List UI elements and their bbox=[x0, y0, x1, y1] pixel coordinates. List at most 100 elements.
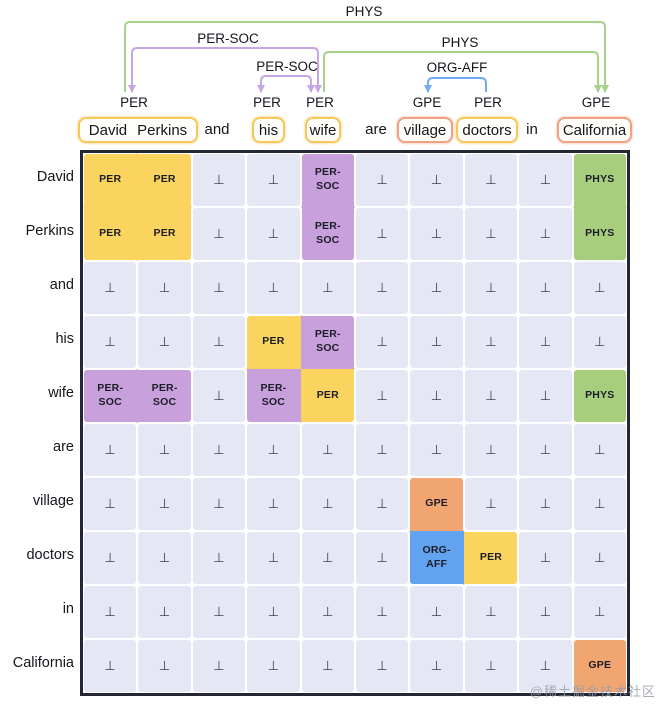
entity-box: wife bbox=[305, 117, 341, 143]
grid-cell: ⊥ bbox=[300, 585, 355, 639]
grid-cell: ⊥ bbox=[246, 531, 301, 585]
grid-cell: ⊥ bbox=[463, 423, 519, 477]
grid-cell: ⊥ bbox=[137, 531, 192, 585]
grid-cell: ⊥ bbox=[409, 639, 464, 693]
grid-cell: ⊥ bbox=[300, 477, 355, 531]
relation-arc bbox=[323, 51, 599, 92]
arrowhead-icon bbox=[128, 85, 136, 93]
grid-cell: ⊥ bbox=[463, 207, 519, 261]
grid-cell: ⊥ bbox=[355, 207, 410, 261]
grid-cell: ⊥ bbox=[409, 207, 464, 261]
grid-cell: ⊥ bbox=[355, 261, 410, 315]
grid-cell: ⊥ bbox=[83, 423, 138, 477]
grid-cell: ⊥ bbox=[246, 153, 301, 207]
grid-cell: ⊥ bbox=[246, 207, 301, 261]
grid-cell: PER- SOC bbox=[83, 369, 138, 423]
entity-type-label: PER bbox=[474, 95, 502, 110]
grid-cell: ⊥ bbox=[191, 531, 247, 585]
entity-box: village bbox=[397, 117, 453, 143]
grid-cell: ⊥ bbox=[518, 531, 573, 585]
token: doctors bbox=[462, 121, 512, 139]
row-label: are bbox=[53, 439, 74, 455]
grid-cell: ⊥ bbox=[518, 207, 573, 261]
grid-cell: ⊥ bbox=[137, 639, 192, 693]
entity-type-label: GPE bbox=[581, 95, 611, 110]
grid-cell: PHYS bbox=[572, 153, 627, 207]
grid-cell: ⊥ bbox=[191, 153, 247, 207]
grid-cell: PER- SOC bbox=[246, 369, 301, 423]
grid-cell: ⊥ bbox=[191, 585, 247, 639]
row-label: wife bbox=[48, 385, 74, 401]
row-label: Perkins bbox=[25, 223, 74, 239]
entity-box: doctors bbox=[456, 117, 518, 143]
grid-cell: ⊥ bbox=[355, 639, 410, 693]
grid-cell: ⊥ bbox=[572, 531, 627, 585]
grid-cell: ⊥ bbox=[463, 153, 519, 207]
grid-cell: ⊥ bbox=[83, 639, 138, 693]
grid-cell: ⊥ bbox=[409, 315, 464, 369]
row-label: in bbox=[62, 601, 74, 617]
grid-cell: ⊥ bbox=[572, 585, 627, 639]
grid-cell: ⊥ bbox=[246, 585, 301, 639]
grid-cell: PER- SOC bbox=[300, 153, 355, 207]
grid-cell: PHYS bbox=[572, 369, 627, 423]
grid-cell: ⊥ bbox=[409, 369, 464, 423]
row-label: doctors bbox=[26, 547, 74, 563]
arrowhead-icon bbox=[601, 85, 609, 93]
grid-cell: ⊥ bbox=[137, 261, 192, 315]
token: are bbox=[365, 121, 387, 138]
relation-label: ORG-AFF bbox=[427, 60, 488, 75]
grid-cell: ⊥ bbox=[518, 477, 573, 531]
entity-type-label: PER bbox=[306, 95, 334, 110]
grid-cell: ⊥ bbox=[300, 531, 355, 585]
grid-cell: ⊥ bbox=[300, 423, 355, 477]
grid-cell: ⊥ bbox=[191, 315, 247, 369]
arrowhead-icon bbox=[257, 85, 265, 93]
grid-cell: GPE bbox=[409, 477, 464, 531]
grid-cell: ⊥ bbox=[300, 261, 355, 315]
grid-cell: PER- SOC bbox=[137, 369, 192, 423]
grid-cell: PER bbox=[83, 153, 138, 207]
grid-cell: ⊥ bbox=[246, 261, 301, 315]
grid-cell: ⊥ bbox=[191, 261, 247, 315]
grid-cell: ORG- AFF bbox=[409, 531, 464, 585]
grid-cell: ⊥ bbox=[355, 315, 410, 369]
grid-cell: PER- SOC bbox=[300, 315, 355, 369]
grid-cell: PER bbox=[246, 315, 301, 369]
grid-cell: PHYS bbox=[572, 207, 627, 261]
token: David bbox=[88, 121, 128, 139]
grid-cell: ⊥ bbox=[246, 639, 301, 693]
token: village bbox=[403, 121, 447, 139]
relation-arc bbox=[427, 77, 487, 92]
row-label: village bbox=[32, 493, 74, 509]
grid-cell: PER bbox=[137, 153, 192, 207]
grid-cell: ⊥ bbox=[518, 261, 573, 315]
grid-cell: ⊥ bbox=[137, 315, 192, 369]
grid-cell: ⊥ bbox=[246, 477, 301, 531]
relation-arc bbox=[260, 75, 312, 92]
grid-cell: ⊥ bbox=[191, 207, 247, 261]
grid-cell: ⊥ bbox=[518, 153, 573, 207]
row-label: David bbox=[36, 169, 74, 185]
grid-cell: ⊥ bbox=[463, 369, 519, 423]
grid-cell: ⊥ bbox=[191, 423, 247, 477]
grid-cell: ⊥ bbox=[518, 639, 573, 693]
grid-cell: PER bbox=[300, 369, 355, 423]
entity-box: his bbox=[252, 117, 285, 143]
grid-cell: ⊥ bbox=[137, 423, 192, 477]
grid-cell: GPE bbox=[572, 639, 627, 693]
grid-cell: PER bbox=[83, 207, 138, 261]
grid-cell: ⊥ bbox=[572, 477, 627, 531]
grid-cell: ⊥ bbox=[191, 639, 247, 693]
token: in bbox=[526, 121, 538, 138]
grid-cell: ⊥ bbox=[191, 477, 247, 531]
grid-cell: ⊥ bbox=[518, 315, 573, 369]
arrowhead-icon bbox=[307, 85, 315, 93]
grid-cell: ⊥ bbox=[83, 585, 138, 639]
grid-cell: PER bbox=[463, 531, 519, 585]
arrowhead-icon bbox=[424, 85, 432, 93]
grid-cell: ⊥ bbox=[463, 261, 519, 315]
